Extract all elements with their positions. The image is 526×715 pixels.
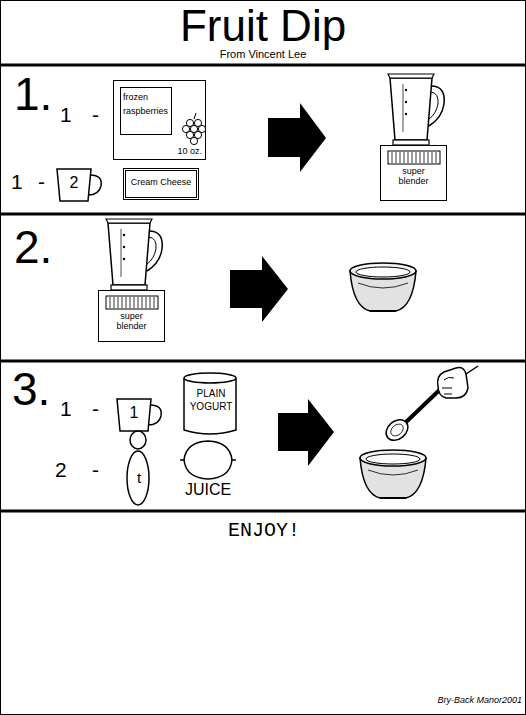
step-band: 3. 1 PLAIN YOGURT t: [2, 362, 524, 511]
credit-note: Bry-Back Manor2001: [410, 696, 522, 705]
node-text: super blender: [99, 312, 164, 332]
teaspoon: t: [126, 430, 152, 506]
package-box: frozen raspberries 10 oz.: [113, 80, 206, 160]
quantity-number: 1: [11, 171, 23, 193]
closing-band: ENJOY!: [2, 512, 526, 713]
dash: -: [92, 104, 99, 126]
blender-jar: [106, 219, 162, 290]
node-text: 10 oz.: [177, 147, 202, 156]
subtitle: From Vincent Lee: [0, 49, 526, 61]
mixing-bowl: [360, 450, 426, 498]
node-text: 2: [57, 175, 91, 192]
blender-jar: [388, 74, 444, 145]
step-number: 3.: [12, 365, 50, 413]
measuring-cup: 1: [115, 396, 165, 434]
step-band: 1. frozen raspberries 10 oz. 2 Cream Cheese s…: [2, 66, 524, 213]
blender-base: super blender: [380, 145, 447, 201]
step-band: 2. super blender: [2, 215, 524, 361]
node-text: t: [126, 470, 152, 486]
node-text: PLAIN YOGURT: [183, 388, 239, 413]
spoon-and-hand: [382, 366, 478, 445]
blender-base: super blender: [98, 290, 165, 342]
quantity-number: 1: [60, 398, 72, 420]
dash: -: [92, 398, 99, 420]
dash: -: [92, 459, 99, 481]
step-number: 2.: [14, 223, 52, 271]
dash: -: [38, 171, 45, 193]
node-text: 1: [117, 405, 151, 422]
quantity-number: 1: [60, 104, 72, 126]
band-dividers: [0, 65, 526, 511]
yogurt-tub: PLAIN YOGURT: [183, 372, 239, 436]
ingredient-label: JUICE: [178, 482, 238, 499]
mixing-bowl: [350, 263, 416, 311]
teaspoon-outline: [126, 430, 152, 506]
step-arrows: [230, 103, 334, 466]
package-box: Cream Cheese: [123, 168, 199, 200]
lemon: [180, 441, 236, 479]
node-text: ENJOY!: [2, 520, 526, 541]
quantity-number: 2: [55, 459, 67, 481]
node-text: frozen raspberries: [120, 87, 172, 135]
measuring-cup: 2: [55, 166, 105, 204]
node-text: super blender: [381, 167, 446, 187]
measuring-cup-outline: [55, 166, 105, 204]
node-text: Cream Cheese: [126, 178, 196, 187]
step-number: 1.: [14, 70, 52, 118]
measuring-cup-outline: [115, 396, 165, 434]
page-title: Fruit Dip: [0, 3, 526, 49]
